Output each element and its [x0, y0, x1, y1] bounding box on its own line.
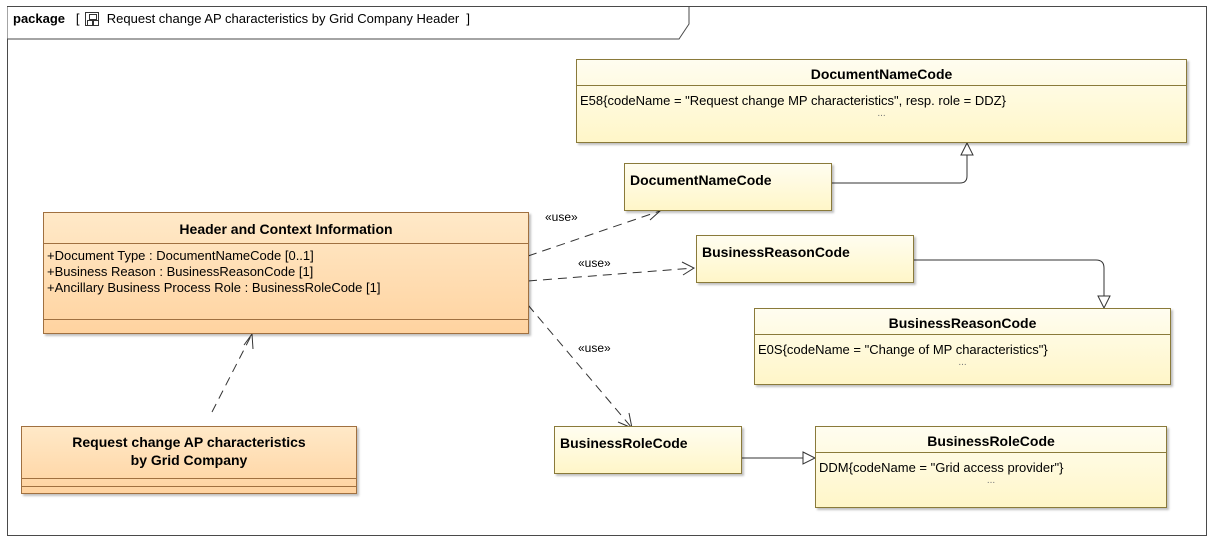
- ellipsis: ...: [986, 475, 996, 486]
- ellipsis: ...: [958, 357, 967, 368]
- use-dependency-request-header: [211, 333, 253, 413]
- class-name-line1: Request change AP characteristics: [72, 434, 306, 450]
- class-name-line2: by Grid Company: [130, 452, 248, 468]
- generalization-arrowhead: [960, 141, 974, 156]
- use-dependency-document-name: [527, 210, 661, 257]
- business-role-code-enum[interactable]: BusinessRoleCode DDM{codeName = "Grid ac…: [815, 426, 1167, 508]
- generalization-business-reason: [914, 259, 1105, 296]
- business-role-code-class[interactable]: BusinessRoleCode: [554, 426, 742, 474]
- class-name: BusinessRoleCode: [927, 433, 1055, 449]
- class-name: BusinessReasonCode: [702, 244, 850, 260]
- use-label-business-reason: «use»: [578, 256, 611, 270]
- package-keyword: package: [13, 11, 66, 26]
- package-frame-tab: [7, 6, 690, 40]
- enum-literal: E0S{codeName = "Change of MP characteris…: [758, 342, 1048, 357]
- arrowhead-open: [681, 261, 696, 276]
- class-name: BusinessReasonCode: [888, 315, 1037, 331]
- document-name-code-class[interactable]: DocumentNameCode: [624, 163, 832, 211]
- business-reason-code-class[interactable]: BusinessReasonCode: [696, 235, 914, 283]
- attribute-business-reason: +Business Reason : BusinessReasonCode [1…: [47, 264, 314, 279]
- document-name-code-enum[interactable]: DocumentNameCode E58{codeName = "Request…: [576, 59, 1187, 143]
- ellipsis: ...: [877, 108, 886, 119]
- header-context-class[interactable]: Header and Context Information +Document…: [43, 212, 529, 334]
- use-dependency-business-reason: [527, 267, 695, 282]
- class-name: DocumentNameCode: [810, 66, 953, 82]
- enum-literal: E58{codeName = "Request change MP charac…: [580, 93, 1006, 108]
- diagram-title: Request change AP characteristics by Gri…: [106, 11, 460, 26]
- use-label-business-role: «use»: [578, 341, 611, 355]
- generalization-document-name: [832, 155, 968, 184]
- class-name: DocumentNameCode: [630, 172, 772, 188]
- generalization-arrowhead: [802, 451, 817, 465]
- generalization-arrowhead: [1097, 295, 1111, 310]
- use-dependency-business-role: [527, 304, 633, 429]
- attribute-document-type: +Document Type : DocumentNameCode [0..1]: [47, 248, 314, 263]
- business-reason-code-enum[interactable]: BusinessReasonCode E0S{codeName = "Chang…: [754, 308, 1171, 385]
- arrowhead-open: [243, 332, 254, 350]
- request-change-class[interactable]: Request change AP characteristics by Gri…: [21, 426, 357, 494]
- class-name: BusinessRoleCode: [560, 435, 688, 451]
- class-name: Header and Context Information: [179, 221, 393, 237]
- class-diagram-icon: [85, 12, 100, 26]
- package-frame-label: package [ Request change AP characterist…: [13, 11, 471, 26]
- enum-literal: DDM{codeName = "Grid access provider"}: [819, 460, 1064, 475]
- use-label-document-name: «use»: [545, 210, 578, 224]
- attribute-ancillary-role: +Ancillary Business Process Role : Busin…: [47, 280, 381, 295]
